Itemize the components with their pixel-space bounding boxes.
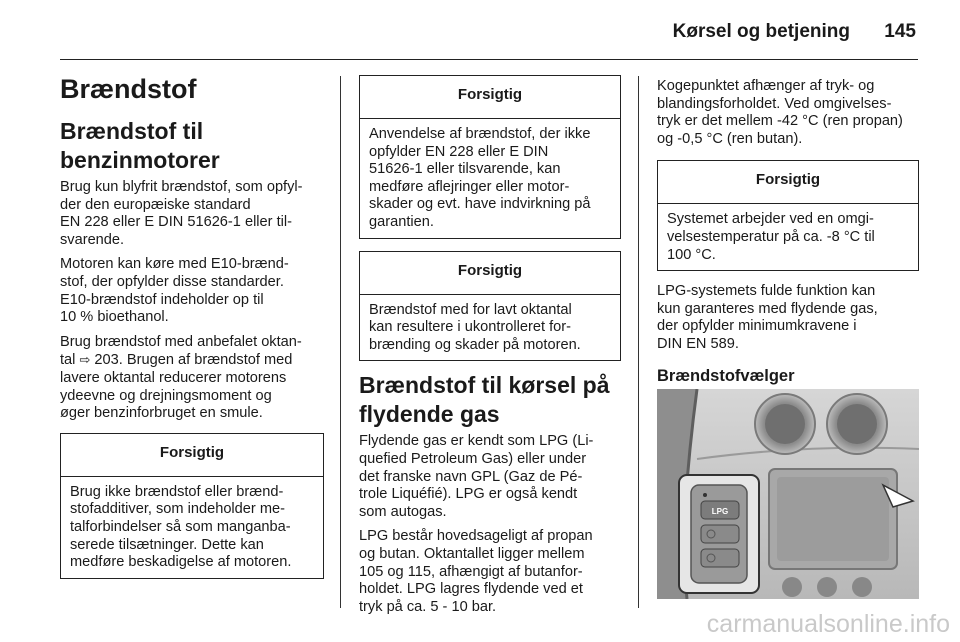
text-line: opfylder EN 228 eller E DIN — [369, 143, 549, 160]
text-line: øger benzinforbruget en smule. — [60, 405, 263, 422]
text-line: Brug brændstof med anbefalet oktan- — [60, 333, 302, 350]
text-line: 10 % bioethanol. — [60, 309, 169, 326]
text-line: trole Liquéfié). LPG er også kendt — [359, 486, 578, 503]
text-line: Flydende gas er kendt som LPG (Li- — [359, 433, 594, 450]
column-1: Brændstof Brændstof til benzinmotorer Br… — [60, 73, 328, 579]
watermark: carmanualsonline.info — [706, 610, 950, 638]
text-line: EN 228 eller E DIN 51626-1 eller til- — [60, 214, 292, 231]
subsection-heading-petrol: Brændstof til benzinmotorer — [60, 117, 328, 175]
text-line: og butan. Oktantallet ligger mellem — [359, 545, 585, 562]
text-line: Systemet arbejder ved en omgi- — [667, 211, 874, 228]
text-line: velsestemperatur på ca. -8 °C til — [667, 228, 875, 245]
text-line: tryk er det mellem -42 °C (ren propan) — [657, 113, 903, 130]
column-divider-2 — [638, 76, 639, 608]
caution-box: Forsigtig Anvendelse af brændstof, der i… — [359, 75, 621, 239]
text-line: stofadditiver, som indeholder me- — [70, 501, 285, 518]
caution-box: Forsigtig Brug ikke brændstof eller bræn… — [60, 432, 324, 579]
text-line: der opfylder minimumkravene i — [657, 318, 857, 335]
text-line: kun garanteres med flydende gas, — [657, 300, 878, 317]
lpg-button-label: LPG — [712, 507, 728, 516]
page-reference-link[interactable]: 203. Brugen af brændstof med — [90, 352, 293, 369]
heading-line: Brændstof til kørsel på — [359, 372, 610, 399]
text-line: det franske navn GPL (Gaz de Pé- — [359, 468, 583, 485]
paragraph-unleaded: Brug kun blyfrit brændstof, som opfyl- d… — [60, 179, 328, 249]
caution-box: Forsigtig Systemet arbejder ved en omgi-… — [657, 160, 919, 272]
text-line: LPG består hovedsageligt af propan — [359, 528, 593, 545]
column-divider-1 — [340, 76, 341, 608]
text-line: og -0,5 °C (ren butan). — [657, 130, 803, 147]
text-line: talforbindelser så som manganba- — [70, 518, 291, 535]
page-reference-arrow-icon: ⇨ — [79, 352, 91, 368]
text-line: 105 og 115, afhængigt af butanfor- — [359, 563, 583, 580]
paragraph-lpg-system: LPG-systemets fulde funktion kan kun gar… — [657, 283, 927, 353]
text-line: skader og evt. have indvirkning på — [369, 196, 591, 213]
subheading-fuel-selector: Brændstofvælger — [657, 366, 795, 385]
text-line: 100 °C. — [667, 246, 716, 263]
caution-text: Anvendelse af brændstof, der ikke opfyld… — [360, 119, 620, 238]
section-heading-fuel: Brændstof — [60, 74, 197, 104]
heading-line: flydende gas — [359, 401, 500, 428]
column-3: Kogepunktet afhænger af tryk- og blandin… — [657, 78, 927, 396]
text-line: ydeevne og drejningsmoment og — [60, 387, 272, 404]
paragraph-boiling-point: Kogepunktet afhænger af tryk- og blandin… — [657, 78, 927, 148]
text-line: holdet. LPG lagres flydende ved et — [359, 581, 583, 598]
text-line: lavere oktantal reducerer motorens — [60, 369, 287, 386]
caution-box: Forsigtig Brændstof med for lavt oktanta… — [359, 250, 621, 362]
heading-line: benzinmotorer — [60, 147, 220, 173]
caution-text: Systemet arbejder ved en omgi- velsestem… — [658, 204, 918, 270]
text-line: Anvendelse af brændstof, der ikke — [369, 126, 591, 142]
text-line: Brug kun blyfrit brændstof, som opfyl- — [60, 179, 303, 195]
text-line: som autogas. — [359, 503, 447, 520]
heading-line: Brændstof til — [60, 118, 204, 144]
column-2: Forsigtig Anvendelse af brændstof, der i… — [359, 75, 621, 623]
text-line: stof, der opfylder disse standarder. — [60, 273, 284, 290]
paragraph-octane: Brug brændstof med anbefalet oktan- tal … — [60, 334, 328, 423]
text-fragment: tal — [60, 352, 80, 369]
text-line: Brændstof med for lavt oktantal — [369, 301, 572, 318]
text-line: Brug ikke brændstof eller brænd- — [70, 483, 284, 500]
text-line: quefied Petroleum Gas) eller under — [359, 450, 587, 467]
text-line: Motoren kan køre med E10-brænd- — [60, 256, 289, 273]
caution-text: Brændstof med for lavt oktantal kan resu… — [360, 295, 620, 361]
paragraph-lpg-composition: LPG består hovedsageligt af propan og bu… — [359, 528, 621, 616]
text-line: blandingsforholdet. Ved omgivelses- — [657, 95, 892, 112]
text-line: kan resultere i ukontrolleret for- — [369, 319, 571, 336]
caution-title: Forsigtig — [658, 161, 918, 205]
text-line: medføre beskadigelse af motoren. — [70, 554, 292, 571]
paragraph-e10: Motoren kan køre med E10-brænd- stof, de… — [60, 256, 328, 326]
text-line: medføre aflejringer eller motor- — [369, 178, 570, 195]
fuel-selector-illustration: LPG — [657, 389, 919, 599]
header-rule — [60, 59, 918, 60]
caution-text: Brug ikke brændstof eller brænd- stofadd… — [61, 477, 323, 578]
text-line: serede tilsætninger. Dette kan — [70, 536, 264, 553]
caution-title: Forsigtig — [360, 252, 620, 295]
text-line: garantien. — [369, 213, 434, 230]
text-line: E10-brændstof indeholder op til — [60, 291, 264, 308]
text-line: der den europæiske standard — [60, 196, 251, 213]
text-line: DIN EN 589. — [657, 335, 739, 352]
running-header-title: Kørsel og betjening — [672, 21, 850, 42]
page-number: 145 — [884, 21, 916, 42]
caution-title: Forsigtig — [360, 76, 620, 119]
text-line: 51626-1 eller tilsvarende, kan — [369, 161, 561, 178]
text-line: brænding og skader på motoren. — [369, 336, 581, 353]
paragraph-lpg-intro: Flydende gas er kendt som LPG (Li- quefi… — [359, 433, 621, 521]
text-line: tryk på ca. 5 - 10 bar. — [359, 598, 497, 615]
text-line: LPG-systemets fulde funktion kan — [657, 283, 876, 300]
text-line: Kogepunktet afhænger af tryk- og — [657, 78, 875, 94]
dashboard-drawing: LPG — [657, 389, 919, 599]
text-line: svarende. — [60, 231, 125, 248]
subsection-heading-lpg: Brændstof til kørsel på flydende gas — [359, 371, 621, 429]
caution-title: Forsigtig — [61, 434, 323, 477]
